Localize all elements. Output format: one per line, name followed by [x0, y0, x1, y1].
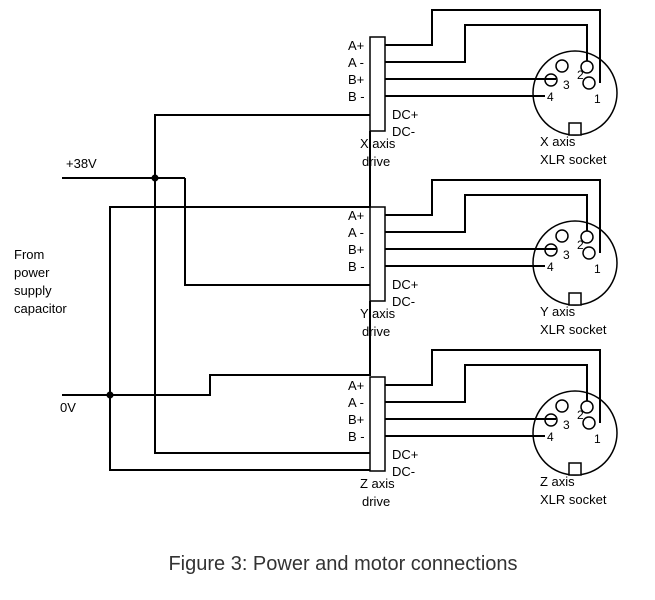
- y-socket-label: XLR socket: [540, 322, 607, 337]
- z-socket-pin: [555, 399, 569, 413]
- y-terminal-label: A -: [348, 225, 364, 240]
- x-socket-key: [568, 122, 582, 136]
- z-socket-pin: [582, 416, 596, 430]
- x-terminal-label: B+: [348, 72, 364, 87]
- y-terminal-label: B -: [348, 259, 365, 274]
- z-terminal-label: B -: [348, 429, 365, 444]
- z-socket-pin-number: 4: [547, 430, 554, 444]
- z-terminal-label: A -: [348, 395, 364, 410]
- z-socket-label: XLR socket: [540, 492, 607, 507]
- junction-dot: [151, 174, 159, 182]
- z-socket-key: [568, 462, 582, 476]
- y-socket-key: [568, 292, 582, 306]
- source-label-line-2: power: [14, 265, 50, 280]
- z-socket-pin-number: 3: [563, 418, 570, 432]
- x-drive-label: drive: [362, 154, 390, 169]
- z-terminal-label: B+: [348, 412, 364, 427]
- x-power-terminal-label: DC-: [392, 124, 415, 139]
- x-dcminus-wire: [109, 131, 371, 395]
- x-socket-label: XLR socket: [540, 152, 607, 167]
- z-dcplus-wire: [154, 178, 370, 454]
- x-socket-pin: [582, 76, 596, 90]
- x-socket-pin: [555, 59, 569, 73]
- y-socket-pin: [582, 246, 596, 260]
- y-socket-pin: [555, 229, 569, 243]
- x-motor-wire: [392, 24, 588, 63]
- x-motor-wire: [392, 9, 601, 83]
- z-terminal-strip: [369, 376, 386, 472]
- z-motor-wire: [392, 349, 601, 423]
- x-drive-label: X axis: [360, 136, 396, 151]
- source-label-line-4: capacitor: [14, 301, 67, 316]
- y-dcminus-wire: [110, 301, 371, 396]
- power-bus: [62, 114, 371, 471]
- plus-38v-label: +38V: [66, 156, 97, 171]
- y-terminal-label: A+: [348, 208, 364, 223]
- y-drive-label: drive: [362, 324, 390, 339]
- junction-dot: [106, 391, 114, 399]
- z-dcminus-wire: [109, 395, 370, 471]
- zero-v-label: 0V: [60, 400, 76, 415]
- y-power-terminal-label: DC-: [392, 294, 415, 309]
- z-socket-pin-number: 2: [577, 408, 584, 422]
- y-socket-label: Y axis: [540, 304, 576, 319]
- z-power-terminal-label: DC+: [392, 447, 418, 462]
- z-socket-label: Z axis: [540, 474, 575, 489]
- source-label-line-3: supply: [14, 283, 52, 298]
- y-socket-pin-number: 3: [563, 248, 570, 262]
- y-motor-wire: [392, 194, 588, 233]
- x-terminal-label: A+: [348, 38, 364, 53]
- y-terminal-strip: [369, 206, 386, 302]
- x-terminal-strip: [369, 36, 386, 132]
- y-power-terminal-label: DC+: [392, 277, 418, 292]
- x-socket-pin-number: 1: [594, 92, 601, 106]
- power-source-label: From power supply capacitor: [14, 247, 67, 316]
- x-socket-pin-number: 3: [563, 78, 570, 92]
- figure-caption: Figure 3: Power and motor connections: [168, 553, 517, 575]
- x-socket-pin-number: 2: [577, 68, 584, 82]
- x-power-terminal-label: DC+: [392, 107, 418, 122]
- source-label-line-1: From: [14, 247, 44, 262]
- z-socket-pin-number: 1: [594, 432, 601, 446]
- y-drive-label: Y axis: [360, 306, 396, 321]
- y-socket-pin-number: 1: [594, 262, 601, 276]
- x-terminal-label: B -: [348, 89, 365, 104]
- y-dcplus-wire: [184, 178, 370, 286]
- x-terminal-label: A -: [348, 55, 364, 70]
- x-socket-label: X axis: [540, 134, 576, 149]
- y-socket-pin-number: 4: [547, 260, 554, 274]
- z-motor-wire: [392, 364, 588, 403]
- z-terminal-label: A+: [348, 378, 364, 393]
- x-socket-pin-number: 4: [547, 90, 554, 104]
- z-power-terminal-label: DC-: [392, 464, 415, 479]
- y-socket-pin-number: 2: [577, 238, 584, 252]
- z-drive-label: drive: [362, 494, 390, 509]
- z-drive-label: Z axis: [360, 476, 395, 491]
- y-motor-wire: [392, 179, 601, 253]
- y-terminal-label: B+: [348, 242, 364, 257]
- x-dcplus-wire: [154, 114, 370, 178]
